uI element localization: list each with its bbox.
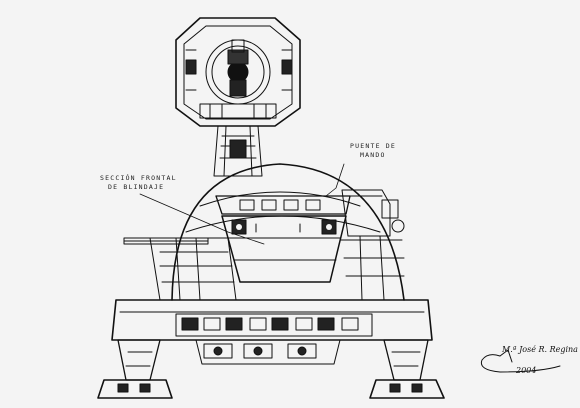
lower-body xyxy=(111,299,433,365)
main-dome xyxy=(123,163,405,301)
command-bridge xyxy=(215,195,383,215)
turret-neck xyxy=(213,125,263,177)
signature-name: M.ª José R. Regina xyxy=(502,345,578,354)
front-armor-section xyxy=(221,215,347,283)
top-turret xyxy=(175,17,301,127)
right-leg xyxy=(369,339,445,399)
leader-lines xyxy=(139,163,345,245)
label-seccion-frontal: SECCIÓN FRONTAL DE BLINDAJE xyxy=(100,174,177,191)
signature-year: 2004 xyxy=(516,366,537,375)
label-puente-de-mando: PUENTE DE MANDO xyxy=(350,142,397,159)
left-leg xyxy=(97,339,173,399)
signature-flourish xyxy=(480,349,561,373)
